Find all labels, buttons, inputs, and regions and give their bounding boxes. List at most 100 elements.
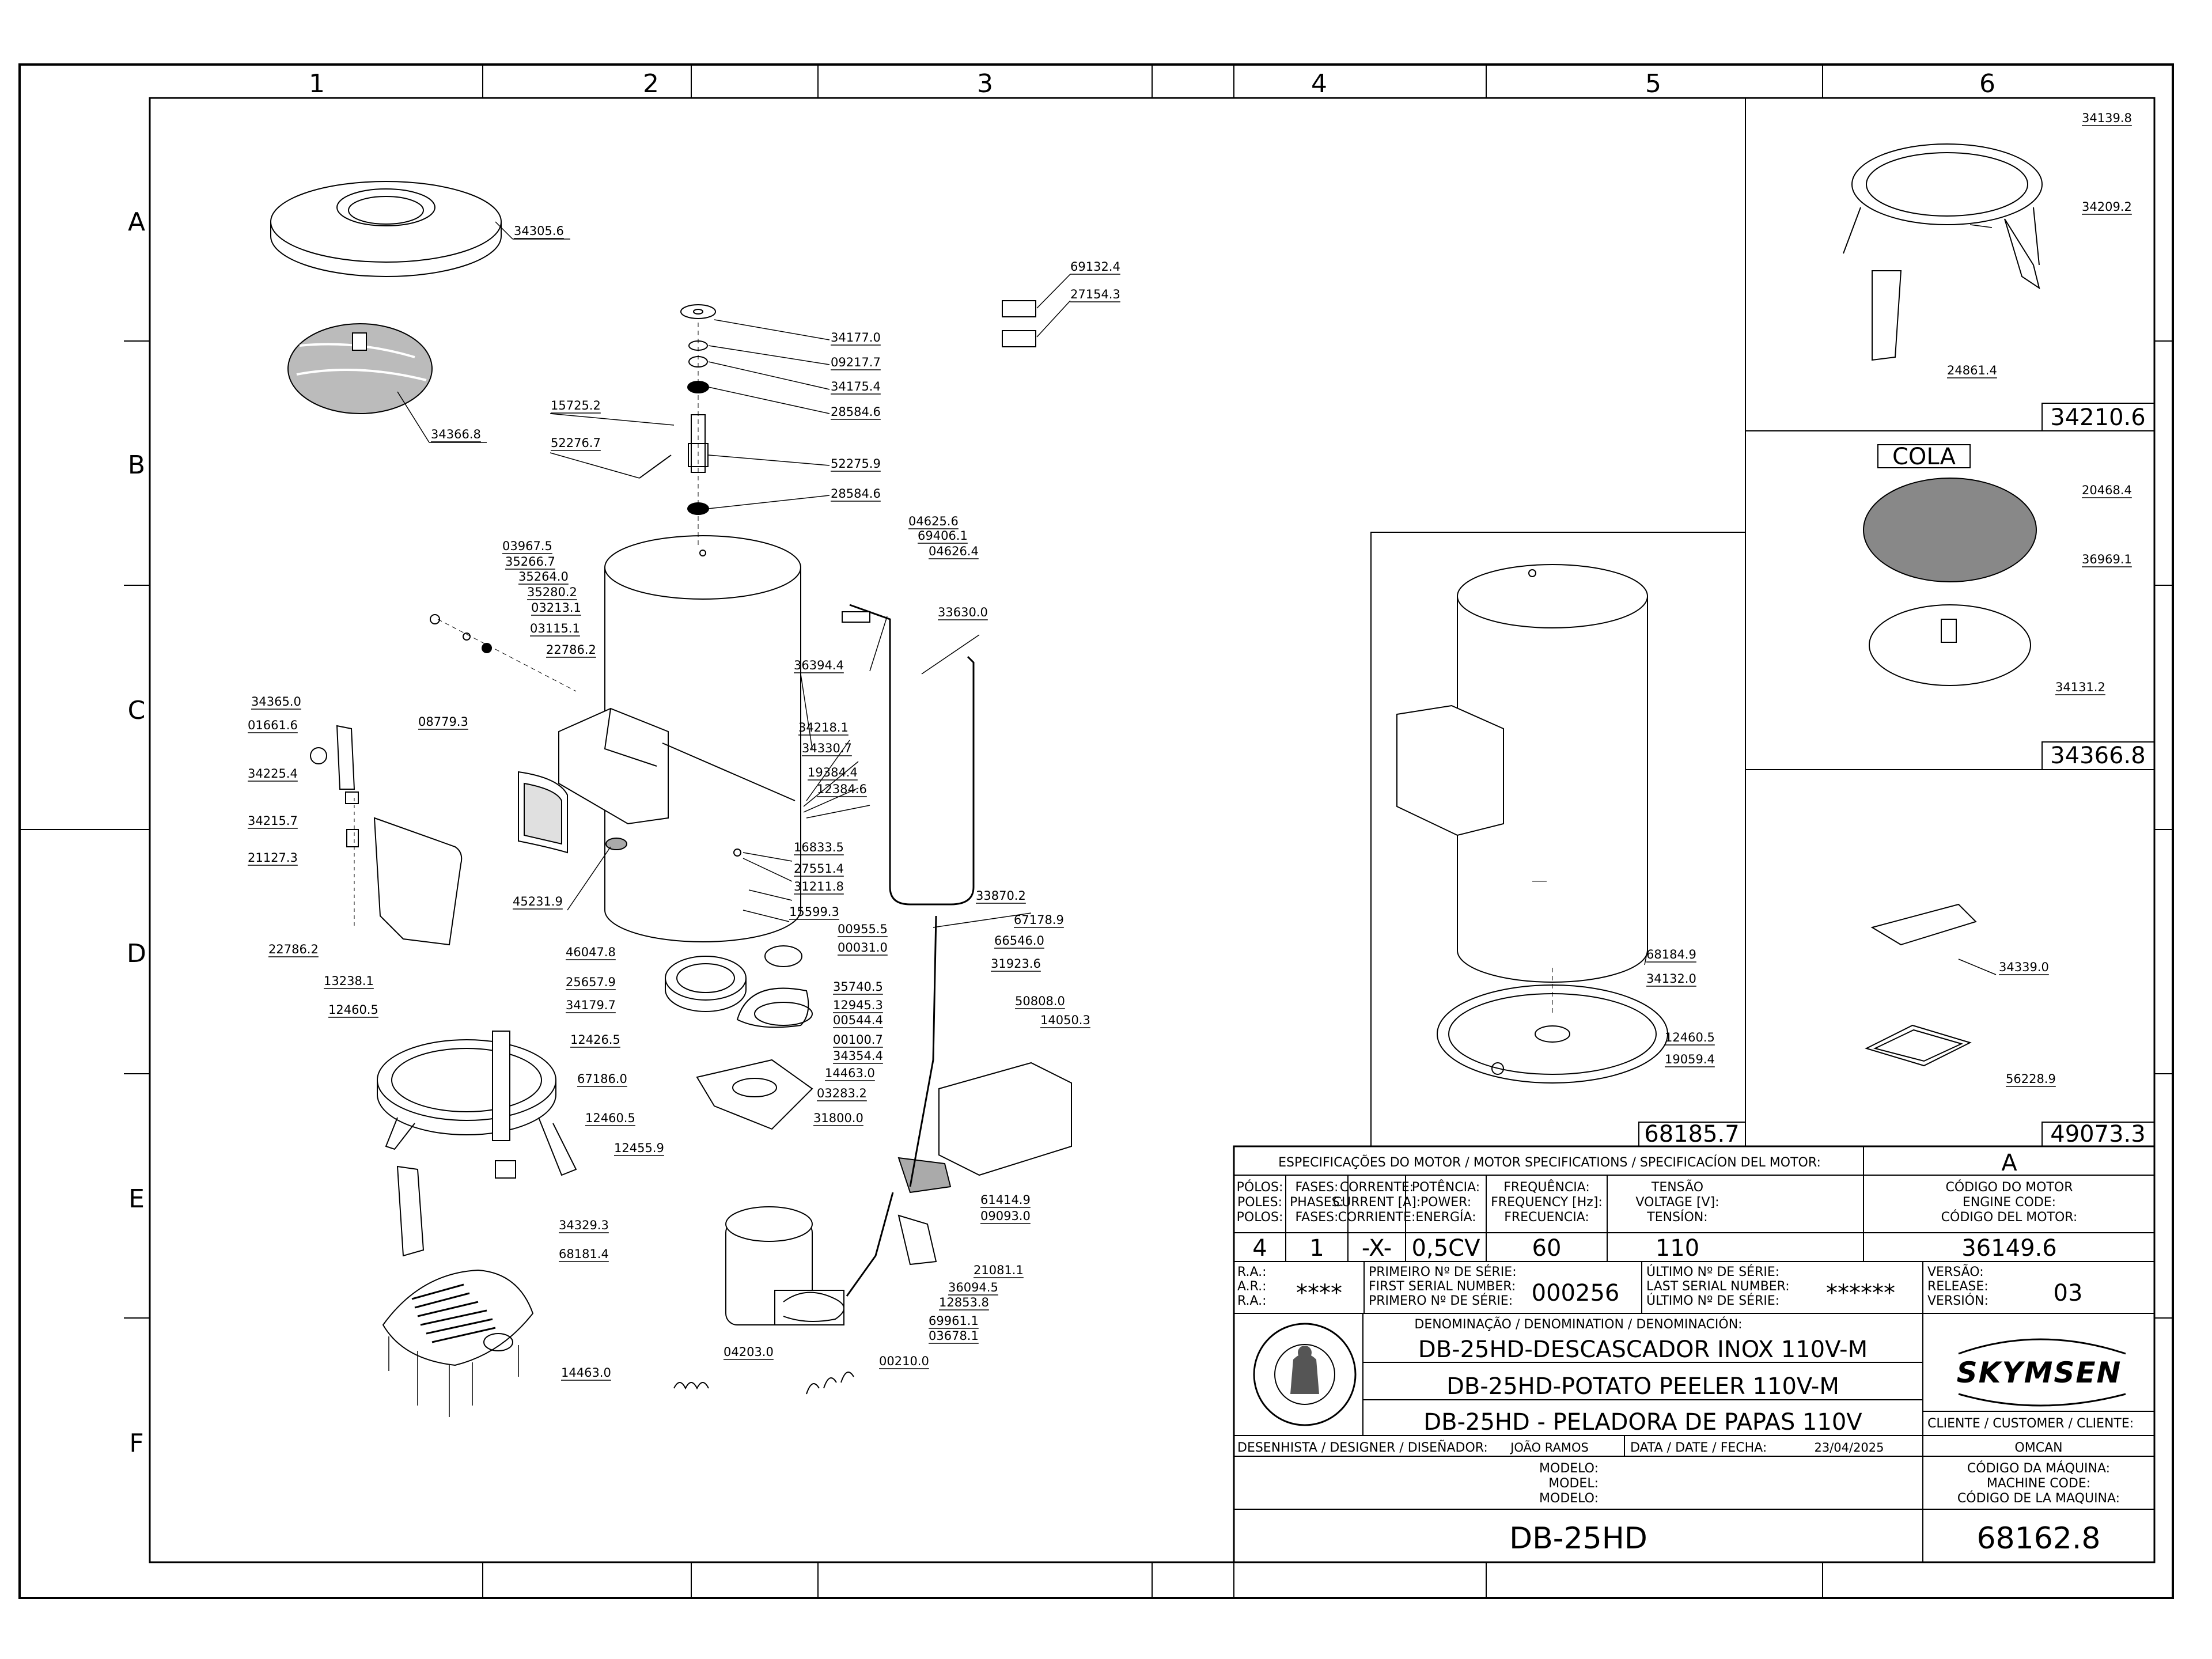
col-label-1: 1: [309, 69, 325, 99]
designer-value: JOÃO RAMOS: [1509, 1440, 1589, 1455]
callout-00210-0: 00210.0: [879, 1354, 929, 1368]
detail-code-abrasive-disc: 34366.8: [2050, 743, 2145, 769]
label-icon-b: [1002, 330, 1036, 347]
callout-31211-8: 31211.8: [794, 880, 844, 893]
version-label-en: RELEASE:: [1927, 1279, 1988, 1294]
callout-14463-0: 14463.0: [825, 1066, 875, 1080]
ra-value: ****: [1296, 1280, 1342, 1306]
callout-03213-1: 03213.1: [531, 601, 581, 615]
hinge-parts: [310, 614, 627, 946]
label-icon-a: [1002, 300, 1036, 317]
machine-code-label-en: MACHINE CODE:: [1987, 1476, 2090, 1491]
callout-24861-4: 24861.4: [1947, 363, 1997, 377]
row-label-e: E: [128, 1184, 145, 1214]
callout-52275-9: 52275.9: [831, 457, 881, 471]
poles-header-pt: PÓLOS:: [1237, 1180, 1283, 1195]
power-header-en: POWER:: [1421, 1195, 1471, 1210]
ra-label-en: A.R.:: [1237, 1279, 1267, 1294]
current-header-pt: CORRENTE:: [1340, 1180, 1414, 1195]
callout-34215-7: 34215.7: [248, 814, 298, 828]
detail-code-kit: 49073.3: [2050, 1121, 2145, 1147]
callout-04626-4: 04626.4: [929, 544, 979, 558]
phases-header-en: PHASES:: [1290, 1195, 1344, 1210]
callout-35280-2: 35280.2: [527, 585, 577, 599]
callout-01661-6: 01661.6: [248, 718, 298, 732]
callout-52276-7: 52276.7: [551, 436, 601, 450]
model-label-pt: MODELO:: [1539, 1461, 1599, 1476]
col-label-5: 5: [1645, 69, 1661, 99]
first-serial-label-es: PRIMERO Nº DE SÉRIE:: [1369, 1293, 1513, 1308]
callout-34131-2: 34131.2: [2055, 680, 2105, 694]
power-header-es: ENERGÍA:: [1415, 1210, 1476, 1225]
callout-12455-9: 12455.9: [614, 1141, 664, 1155]
pulley-belt: [665, 945, 813, 1028]
callout-22786-2b: 22786.2: [268, 942, 319, 956]
callout-34177-0: 34177.0: [831, 331, 881, 344]
callout-03967-5: 03967.5: [502, 539, 552, 553]
machine-code-value: 68162.8: [1976, 1521, 2100, 1556]
callout-00955-5: 00955.5: [838, 922, 888, 936]
base-ring: [377, 1031, 577, 1257]
callout-20468-4: 20468.4: [2082, 483, 2132, 497]
callout-35266-7: 35266.7: [505, 555, 555, 569]
spring-a: [673, 1382, 709, 1390]
callout-22786-2: 22786.2: [546, 643, 596, 657]
callout-19059-4: 19059.4: [1665, 1052, 1715, 1066]
poles-header-en: POLES:: [1237, 1195, 1282, 1210]
client-label: CLIENTE / CUSTOMER / CLIENTE:: [1927, 1416, 2134, 1431]
date-value: 23/04/2025: [1814, 1441, 1884, 1455]
callout-12460-5c: 12460.5: [1665, 1031, 1715, 1044]
callout-27154-3: 27154.3: [1070, 287, 1120, 301]
denomination-line-pt: DB-25HD-DESCASCADOR INOX 110V-M: [1418, 1336, 1868, 1363]
last-serial-label-pt: ÚLTIMO Nº DE SÉRIE:: [1646, 1264, 1779, 1279]
engine-code-header-en: ENGINE CODE:: [1963, 1195, 2056, 1210]
first-serial-label-pt: PRIMEIRO Nº DE SÉRIE:: [1369, 1264, 1517, 1279]
power-value: 0,5CV: [1412, 1235, 1481, 1262]
capacitor-box: [846, 915, 1072, 1297]
callout-66546-0: 66546.0: [994, 934, 1044, 948]
voltage-header-en: VOLTAGE [V]:: [1635, 1195, 1719, 1210]
ra-label-pt: R.A.:: [1237, 1265, 1267, 1279]
callout-34366-8: 34366.8: [431, 427, 481, 441]
version-value: 03: [2054, 1280, 2083, 1306]
callout-34225-4: 34225.4: [248, 767, 298, 781]
detail-code-base-frame: 34210.6: [2050, 404, 2145, 431]
callout-09217-7: 09217.7: [831, 355, 881, 369]
current-header-en: CURRENT [A]:: [1333, 1195, 1421, 1210]
title-block-text: ESPECIFICAÇÕES DO MOTOR / MOTOR SPECIFIC…: [1237, 1150, 2134, 1556]
col-label-2: 2: [643, 69, 659, 99]
model-label-es: MODELO:: [1539, 1491, 1599, 1506]
callout-03678-1: 03678.1: [929, 1329, 979, 1343]
callout-34139-8: 34139.8: [2082, 111, 2132, 125]
callout-16833-5: 16833.5: [794, 840, 844, 854]
row-label-a: A: [128, 207, 145, 237]
last-serial-label-es: ÚLTIMO Nº DE SÉRIE:: [1646, 1293, 1779, 1308]
callout-34365-0: 34365.0: [251, 695, 301, 709]
callout-45231-9: 45231.9: [513, 895, 563, 908]
poles-header-es: POLOS:: [1237, 1210, 1283, 1225]
row-label-b: B: [128, 450, 145, 480]
detail-panels: [1745, 98, 2155, 1147]
callout-28584-6b: 28584.6: [831, 487, 881, 501]
frequency-header-pt: FREQUÊNCIA:: [1503, 1180, 1590, 1195]
last-serial-label-en: LAST SERIAL NUMBER:: [1646, 1279, 1790, 1294]
callout-14050-3: 14050.3: [1040, 1013, 1090, 1027]
callout-36094-5: 36094.5: [948, 1281, 998, 1294]
grid-labels: 1 2 3 4 5 6 A B C D E F: [127, 69, 1995, 1458]
callout-67178-9: 67178.9: [1014, 913, 1064, 927]
callout-15599-3: 15599.3: [789, 905, 839, 919]
callout-33870-2: 33870.2: [976, 889, 1026, 903]
voltage-value: 110: [1656, 1235, 1699, 1262]
callout-67186-0: 67186.0: [577, 1072, 627, 1086]
row-label-f: F: [129, 1429, 143, 1458]
callout-leaders: [397, 221, 1997, 975]
detail-code-pan-assembly: 68185.7: [1644, 1121, 1739, 1147]
revision-letter: A: [2001, 1150, 2017, 1176]
voltage-header-es: TENSÍON:: [1646, 1210, 1707, 1225]
brand-logo: SKYMSEN: [1957, 1338, 2126, 1407]
denomination-line-es: DB-25HD - PELADORA DE PAPAS 110V: [1423, 1409, 1862, 1435]
client-value: OMCAN: [2014, 1441, 2062, 1455]
callout-03283-2: 03283.2: [817, 1086, 867, 1100]
callout-00100-7: 00100.7: [833, 1033, 883, 1047]
